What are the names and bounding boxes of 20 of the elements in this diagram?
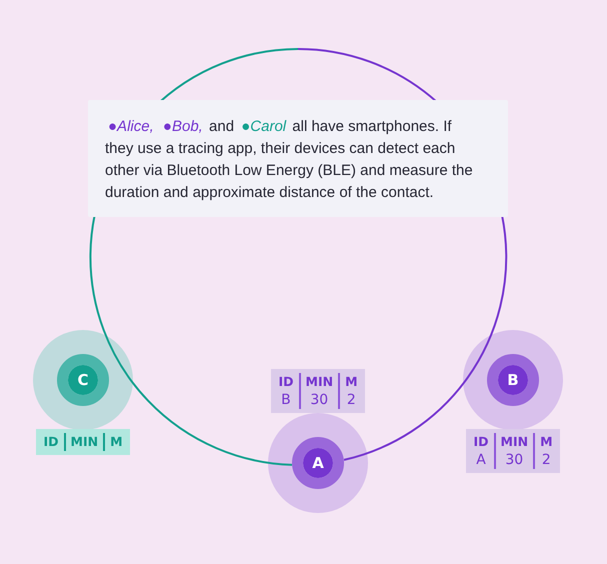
column-header: MIN: [306, 373, 334, 391]
distance-value: 2: [542, 451, 551, 469]
duration-value: 30: [505, 451, 524, 469]
duration-value: 30: [310, 391, 328, 409]
initial-avatar: C: [57, 354, 109, 406]
column-header: ID: [43, 433, 58, 451]
column-header: M: [540, 433, 553, 451]
column-header: ID: [278, 373, 294, 391]
column-header: MIN: [500, 433, 528, 451]
contact-id: A: [476, 451, 486, 469]
initial-avatar: A: [292, 437, 344, 489]
info-card: [88, 100, 508, 217]
distance-value: 2: [346, 391, 356, 409]
column-header: MIN: [70, 433, 98, 451]
description-text: ●Alice, ●Bob, and ●Carol all have smartphones. If they use a tracing app, their devices can detect each other via Bluetooth Low Energy (BLE) and measure the duration and approximate distance of the contact.: [105, 117, 474, 203]
column-header: M: [345, 373, 358, 391]
column-header: ID: [473, 433, 488, 451]
initial-avatar: B: [487, 354, 539, 406]
contact-id: B: [281, 391, 291, 409]
column-header: M: [110, 433, 123, 451]
